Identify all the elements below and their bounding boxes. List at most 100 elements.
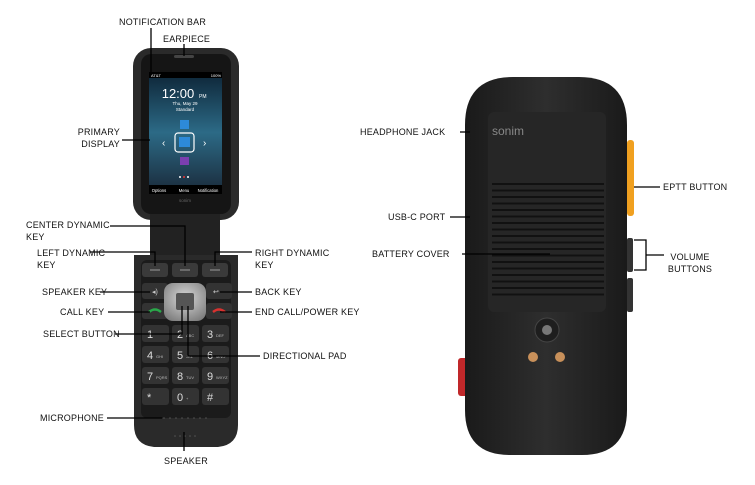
label-line: VOLUME <box>670 252 710 262</box>
key-body[interactable] <box>172 367 199 384</box>
key-number: 0 <box>177 392 183 404</box>
select-button[interactable] <box>176 293 194 310</box>
selected-app-frame[interactable] <box>174 132 195 153</box>
softkey-menu[interactable]: Menu <box>179 188 190 193</box>
leader-lines <box>90 28 664 451</box>
phone-top-half: AT&T 100% 12:00 PM Thu, May 29 Standard … <box>133 48 239 220</box>
key-letters: GHI <box>156 354 163 359</box>
label-primary-display: PRIMARY DISPLAY <box>60 126 120 150</box>
brand-logo-front: sonim <box>179 198 191 203</box>
label-line: PRIMARY <box>77 127 120 137</box>
date-text: Thu, May 29 <box>172 101 198 106</box>
label-select-button: SELECT BUTTON <box>43 329 120 339</box>
battery-text: 100% <box>211 73 222 78</box>
phone-back: sonim <box>458 77 634 455</box>
messages-icon <box>179 137 190 147</box>
softkey-options[interactable]: Options <box>152 188 166 193</box>
key-letters: TUV <box>186 375 194 380</box>
label-left-dynamic-key: LEFT DYNAMIC KEY <box>37 247 105 271</box>
key-letters: PQRS <box>156 375 168 380</box>
label-earpiece: EARPIECE <box>163 34 211 44</box>
contacts-icon[interactable] <box>180 120 189 129</box>
softkey-notification[interactable]: Notification <box>198 188 219 193</box>
back-key[interactable] <box>206 283 232 299</box>
label-right-dynamic-key: RIGHT DYNAMIC KEY <box>255 247 329 271</box>
key-body[interactable] <box>142 346 169 363</box>
key-body[interactable] <box>172 325 199 342</box>
label-back-key: BACK KEY <box>255 287 302 297</box>
back-icon: ↩ <box>213 289 219 296</box>
key-body[interactable] <box>202 325 229 342</box>
key-number: 4 <box>147 350 153 362</box>
key-letters: DEF <box>216 333 225 338</box>
charging-contact <box>528 352 538 362</box>
key-number: 9 <box>207 371 213 383</box>
right-arrow-icon[interactable]: › <box>203 138 206 149</box>
keypad-key[interactable]: * <box>142 388 169 405</box>
brand-logo-back: sonim <box>492 124 524 138</box>
end-call-power-key[interactable] <box>206 303 232 319</box>
keypad-key[interactable]: 0+ <box>172 388 199 405</box>
camera-app-icon[interactable] <box>180 157 189 165</box>
key-body[interactable] <box>172 346 199 363</box>
label-line: KEY <box>37 260 56 270</box>
volume-down-button[interactable] <box>627 278 633 312</box>
label-line: KEY <box>26 232 45 242</box>
key-letters: WXYZ <box>216 375 228 380</box>
label-speaker-key: SPEAKER KEY <box>42 287 108 297</box>
carrier-text: AT&T <box>151 73 161 78</box>
label-eptt-button: EPTT BUTTON <box>663 182 728 192</box>
key-body[interactable] <box>202 388 229 405</box>
label-line: CENTER DYNAMIC <box>26 220 110 230</box>
label-speaker: SPEAKER <box>164 456 208 466</box>
key-body[interactable] <box>202 346 229 363</box>
label-directional-pad: DIRECTIONAL PAD <box>263 351 347 361</box>
label-line: LEFT DYNAMIC <box>37 248 106 258</box>
key-letters: ABC <box>186 333 194 338</box>
softkey-bar <box>149 185 222 194</box>
key-number: 2 <box>177 329 183 341</box>
key-number: * <box>147 392 152 404</box>
call-icon <box>148 308 162 314</box>
key-number: # <box>207 392 214 404</box>
key-body[interactable] <box>142 367 169 384</box>
label-line: KEY <box>255 260 274 270</box>
label-line: RIGHT DYNAMIC <box>255 248 330 258</box>
volume-up-button[interactable] <box>627 238 633 272</box>
key-body[interactable] <box>172 388 199 405</box>
end-call-icon <box>212 308 226 314</box>
left-arrow-icon[interactable]: ‹ <box>162 138 165 149</box>
call-key[interactable] <box>142 303 168 319</box>
eptt-button[interactable] <box>627 140 634 216</box>
speaker-key[interactable] <box>142 283 168 299</box>
keypad-key[interactable]: # <box>202 388 229 405</box>
profile-text: Standard <box>176 107 195 112</box>
label-center-dynamic-key: CENTER DYNAMIC KEY <box>26 219 110 243</box>
key-body[interactable] <box>202 367 229 384</box>
key-number: 5 <box>177 350 183 362</box>
charging-contact <box>555 352 565 362</box>
key-letters: + <box>186 396 189 401</box>
microphone-grille <box>163 417 207 419</box>
key-number: 7 <box>147 371 153 383</box>
key-number: 3 <box>207 329 213 341</box>
key-body[interactable] <box>142 388 169 405</box>
clock-ampm: PM <box>199 94 207 100</box>
label-line: DISPLAY <box>81 139 120 149</box>
earpiece <box>174 55 194 58</box>
key-number: 1 <box>147 329 153 341</box>
label-usb-c-port: USB-C PORT <box>388 212 446 222</box>
label-notification-bar: NOTIFICATION BAR <box>119 17 207 27</box>
label-microphone: MICROPHONE <box>40 413 105 423</box>
